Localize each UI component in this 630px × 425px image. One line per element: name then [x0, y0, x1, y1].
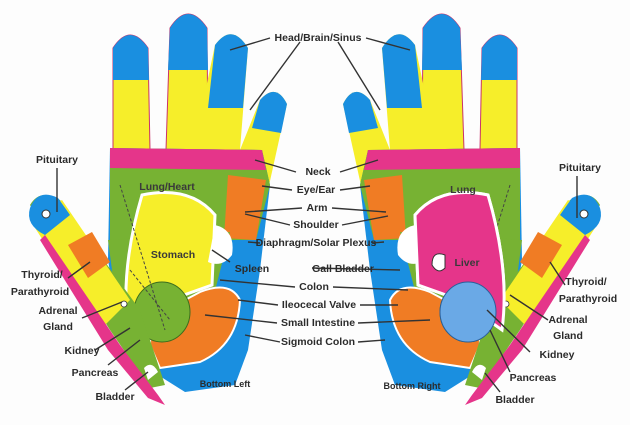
right-hand [341, 12, 603, 407]
label-parathyroid-right: Parathyroid [559, 293, 617, 305]
label-thyroid-left: Thyroid/ [21, 269, 62, 281]
label-adrenal-left: Adrenal [38, 305, 77, 317]
label-pituitary-left: Pituitary [36, 154, 78, 166]
label-neck: Neck [305, 166, 330, 178]
label-gland-left: Gland [43, 321, 73, 333]
caption-bottom-right: Bottom Right [384, 381, 441, 391]
label-kidney-right: Kidney [539, 349, 574, 361]
label-pituitary-right: Pituitary [559, 162, 601, 174]
zone-lung-heart: Lung/Heart [139, 181, 195, 193]
label-adrenal-right: Adrenal [548, 314, 587, 326]
label-diaphragm: Diaphragm/Solar Plexus [256, 237, 377, 249]
label-gall-bladder: Gall Bladder [312, 263, 374, 275]
zone-lung: Lung [450, 184, 476, 196]
label-gland-right: Gland [553, 330, 583, 342]
label-kidney-left: Kidney [64, 345, 99, 357]
label-parathyroid-left: Parathyroid [11, 286, 69, 298]
zone-liver: Liver [454, 257, 479, 269]
zone-stomach: Stomach [151, 249, 195, 261]
label-head-brain-sinus: Head/Brain/Sinus [275, 32, 362, 44]
label-pancreas-left: Pancreas [72, 367, 119, 379]
caption-bottom-left: Bottom Left [200, 379, 251, 389]
label-arm: Arm [306, 202, 327, 214]
leader-lines [56, 37, 578, 393]
kidney-zone [439, 281, 497, 343]
label-bladder-right: Bladder [495, 394, 534, 406]
label-spleen: Spleen [235, 263, 269, 275]
label-colon: Colon [299, 281, 329, 293]
label-ileocecal-valve: Ileocecal Valve [282, 299, 356, 311]
label-eye-ear: Eye/Ear [297, 184, 336, 196]
label-small-intestine: Small Intestine [281, 317, 355, 329]
label-pancreas-right: Pancreas [510, 372, 557, 384]
label-shoulder: Shoulder [293, 219, 339, 231]
label-sigmoid-colon: Sigmoid Colon [281, 336, 355, 348]
label-thyroid-right: Thyroid/ [565, 276, 606, 288]
label-bladder-left: Bladder [95, 391, 134, 403]
